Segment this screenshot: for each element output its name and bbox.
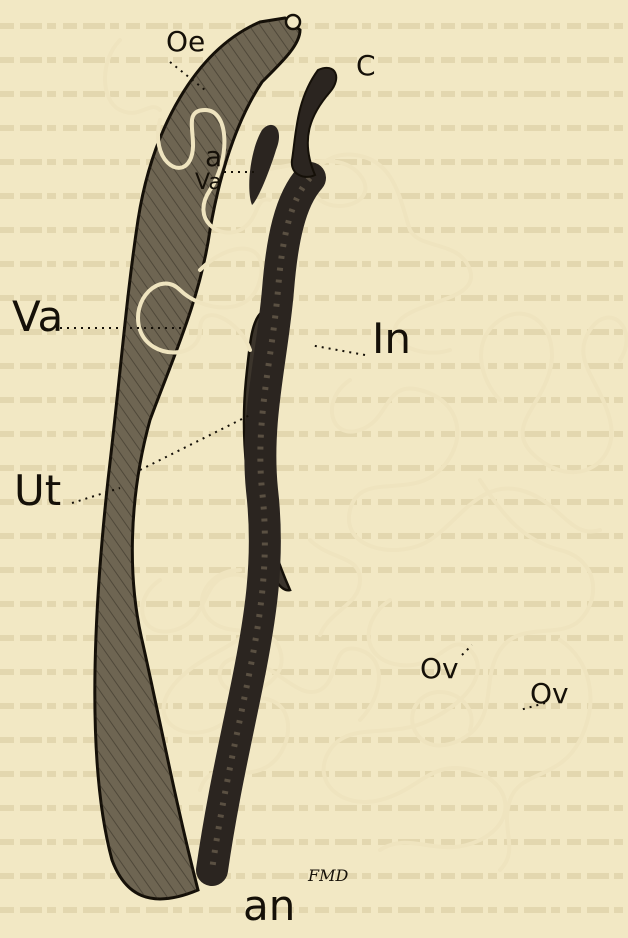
label-c: C — [356, 52, 376, 80]
head-papilla — [286, 15, 300, 29]
label-ov-inner: Ov — [420, 655, 459, 683]
label-ut: Ut — [14, 470, 61, 512]
artist-signature: FMD — [308, 868, 348, 884]
label-an: an — [243, 885, 295, 927]
label-oe: Oe — [166, 28, 205, 56]
label-va-small: Va — [195, 172, 222, 194]
label-in: In — [372, 318, 411, 360]
label-va: Va — [12, 296, 63, 338]
label-ov-outer: Ov — [530, 680, 569, 708]
label-a: a — [205, 143, 222, 171]
